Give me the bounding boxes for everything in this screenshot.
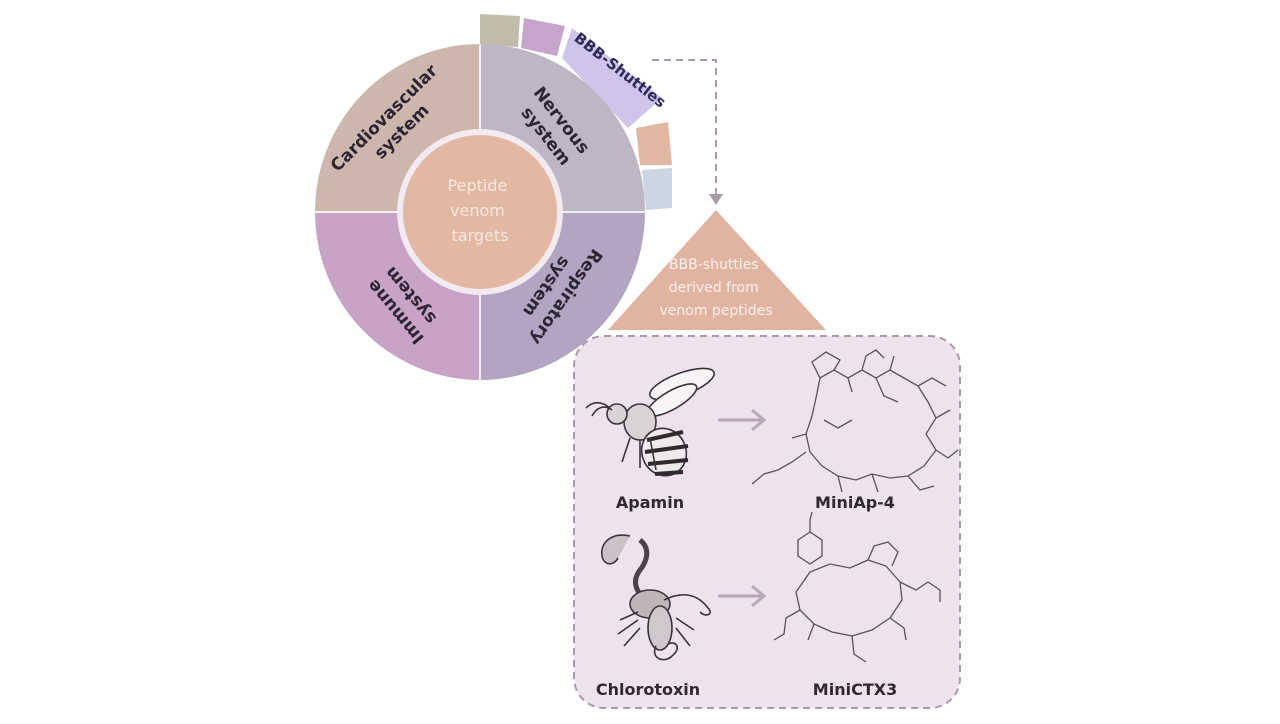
outer-arc-bbb xyxy=(562,28,662,128)
connector xyxy=(652,59,723,205)
apamin-label: Apamin xyxy=(616,493,684,512)
outer-arc-blue xyxy=(642,168,672,210)
miniap4-label: MiniAp-4 xyxy=(815,493,895,512)
triangle-shape xyxy=(608,210,826,330)
miniap4-structure xyxy=(751,349,959,493)
minictx3-label: MiniCTX3 xyxy=(813,680,897,699)
arrow-down-icon xyxy=(709,194,723,205)
arrow-right-icon xyxy=(718,408,767,432)
bee-icon xyxy=(585,367,715,477)
dashed-connector-line xyxy=(652,59,717,194)
outer-arc-purple xyxy=(521,18,565,56)
center-label: Peptide venom targets xyxy=(448,176,513,245)
chlorotoxin-label: Chlorotoxin xyxy=(596,680,700,699)
triangle-label: BBB-shuttles derived from venom peptides xyxy=(660,257,773,319)
scorpion-icon xyxy=(601,534,711,661)
target-wheel: Peptide venom targets Cardiovascular sys… xyxy=(315,44,645,380)
panel-background xyxy=(573,335,961,709)
shuttle-triangle: BBB-shuttles derived from venom peptides xyxy=(608,210,826,330)
examples-panel: Apamin MiniAp-4 Chlorotoxin MiniCTX3 xyxy=(573,335,961,709)
center-circle xyxy=(403,135,557,289)
outer-arc-peach xyxy=(636,122,672,165)
arrow-right-icon xyxy=(718,584,767,608)
minictx3-structure xyxy=(773,511,941,663)
outer-arc-olive xyxy=(480,14,520,47)
